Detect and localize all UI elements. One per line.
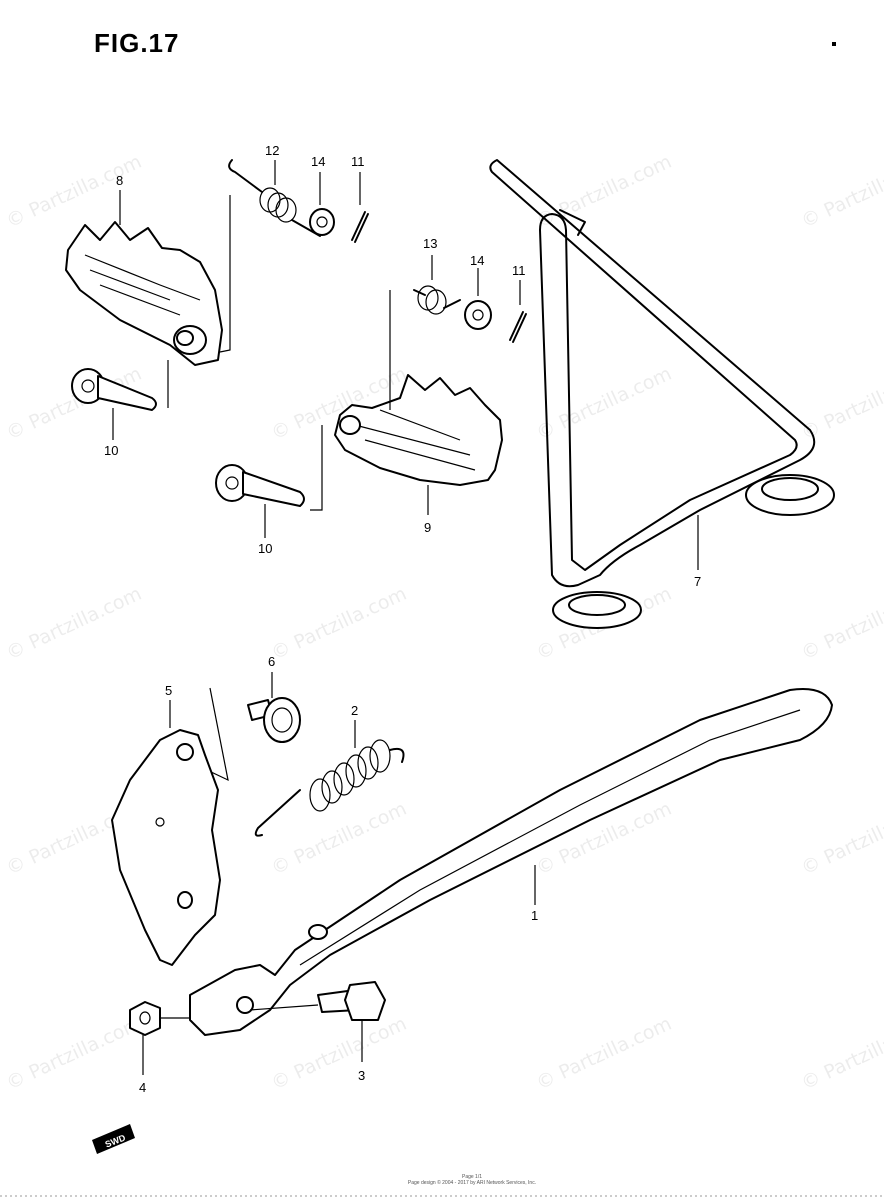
watermark-text: © Partzilla.com <box>268 583 410 665</box>
part-14-washer-lower <box>464 268 492 330</box>
part-14-washer-upper <box>309 172 335 236</box>
part-8-footrest <box>65 190 223 366</box>
part-5-bracket <box>111 700 221 966</box>
callout-13: 13 <box>423 236 437 251</box>
callout-14: 14 <box>311 154 325 169</box>
page-footer: Page 1/1 Page design © 2004 - 2017 by AR… <box>382 1174 562 1186</box>
callout-3: 3 <box>358 1068 365 1083</box>
part-10-pin-upper <box>71 368 157 440</box>
figure-title: FIG.17 <box>94 28 180 58</box>
watermark-text: © Partzilla.com <box>3 151 145 233</box>
part-6-bolt <box>247 672 301 743</box>
watermark-text: © Partzilla.com <box>798 798 884 880</box>
part-13-spring <box>413 255 461 315</box>
callout-2: 2 <box>351 703 358 718</box>
callout-11: 11 <box>512 263 526 278</box>
part-9-footrest <box>334 374 503 515</box>
callout-8: 8 <box>116 173 123 188</box>
callout-5: 5 <box>165 683 172 698</box>
watermark-text: © Partzilla.com <box>533 151 675 233</box>
watermark-text: © Partzilla.com <box>798 583 884 665</box>
part-2-spring <box>254 720 405 837</box>
part-12-spring <box>228 159 321 237</box>
watermark-text: © Partzilla.com <box>3 583 145 665</box>
callout-1: 1 <box>531 908 538 923</box>
corner-dot <box>832 42 836 46</box>
part-4-nut <box>129 1001 190 1075</box>
watermark-text: © Partzilla.com <box>798 1013 884 1095</box>
callout-14: 14 <box>470 253 484 268</box>
part-11-cotter-pin-upper <box>351 172 369 243</box>
callout-7: 7 <box>694 574 701 589</box>
watermark-text: © Partzilla.com <box>3 1013 145 1095</box>
part-3-bolt <box>249 981 386 1062</box>
watermark-text: © Partzilla.com <box>268 1013 410 1095</box>
callout-6: 6 <box>268 654 275 669</box>
callout-9: 9 <box>424 520 431 535</box>
callout-10: 10 <box>258 541 272 556</box>
callout-4: 4 <box>139 1080 146 1095</box>
watermark-text: © Partzilla.com <box>533 363 675 445</box>
callout-labels: 1 2 3 4 5 6 7 8 9 10 10 11 11 12 13 14 1… <box>104 143 701 1095</box>
footer-page-number: Page 1/1 <box>461 1174 483 1180</box>
watermark-text: © Partzilla.com <box>533 1013 675 1095</box>
swd-badge: SWD <box>92 1124 135 1154</box>
footer-copyright: Page design © 2004 - 2017 by ARI Network… <box>407 1180 537 1186</box>
callout-10: 10 <box>104 443 118 458</box>
part-10-pin-lower <box>215 464 305 538</box>
watermark-text: © Partzilla.com <box>798 151 884 233</box>
watermark-text: © Partzilla.com <box>268 798 410 880</box>
callout-11: 11 <box>351 154 365 169</box>
part-1-side-stand <box>189 688 833 1036</box>
callout-12: 12 <box>265 143 279 158</box>
part-11-cotter-pin-lower <box>509 280 527 343</box>
part-7-center-stand <box>489 159 835 629</box>
